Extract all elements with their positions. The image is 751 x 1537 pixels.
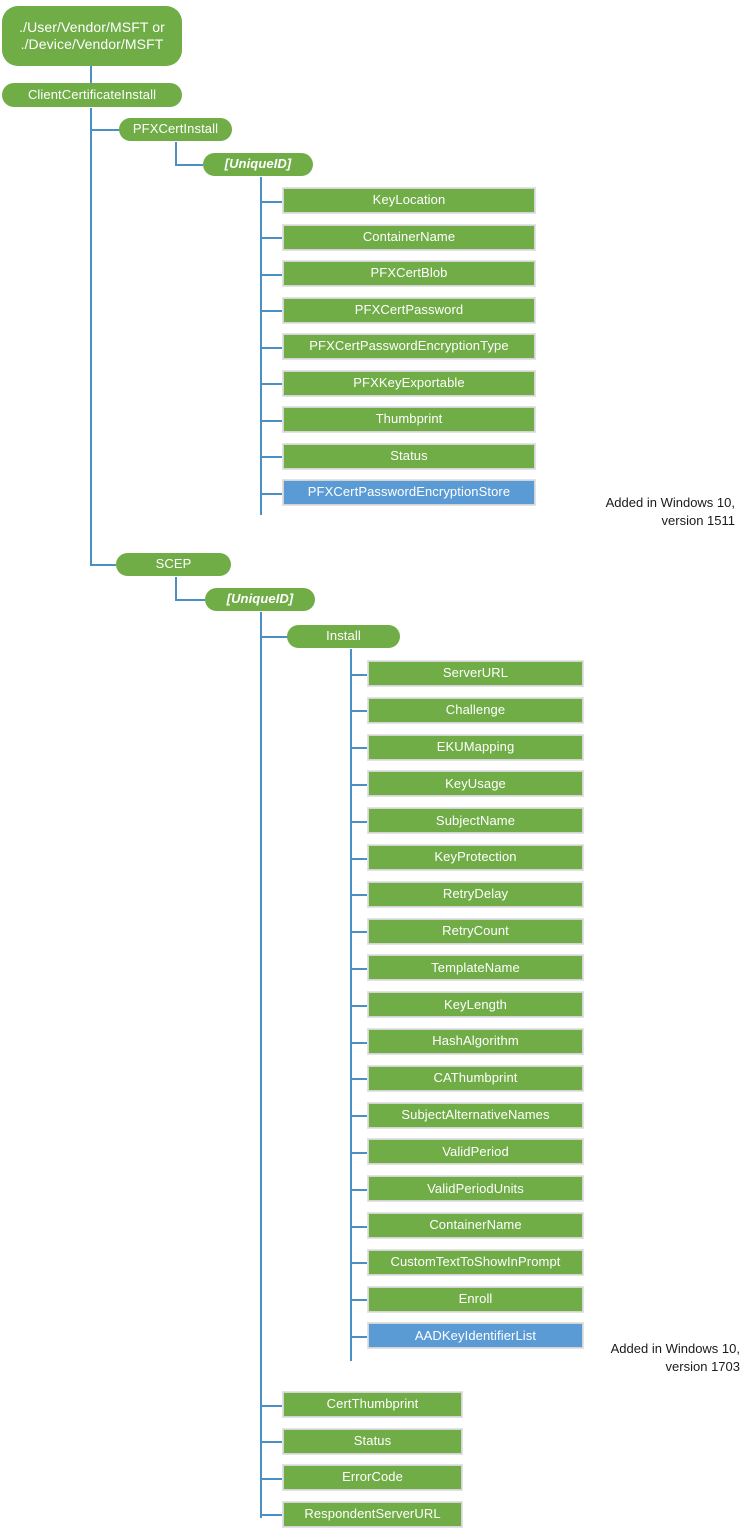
node-pfx-uniqueid[interactable]: [UniqueID] [203,153,313,176]
node-challenge[interactable]: Challenge [368,697,583,723]
annotation-added-1703: Added in Windows 10, version 1703 [610,1341,740,1374]
connector-pfxcertinstall-to-uniqueid [175,164,203,166]
connector-stub [350,1005,368,1007]
connector-stub [350,968,368,970]
node-pfxcertinstall[interactable]: PFXCertInstall [119,118,232,141]
node-status[interactable]: Status [283,1428,462,1454]
node-pfxcertblob[interactable]: PFXCertBlob [283,261,535,286]
connector-stub [260,1514,283,1516]
connector-scep-to-uniqueid [175,599,205,601]
node-pfxkeyexportable[interactable]: PFXKeyExportable [283,370,535,396]
connector-stub [260,383,283,385]
connector-stub [350,1226,368,1228]
connector-main-trunk [90,108,92,564]
node-keyusage[interactable]: KeyUsage [368,771,583,797]
connector-stub [350,784,368,786]
connector-stub [260,493,283,495]
node-clientcertificateinstall[interactable]: ClientCertificateInstall [2,83,182,107]
node-retrycount[interactable]: RetryCount [368,918,583,944]
connector-stub [260,1478,283,1480]
connector-stub [350,1189,368,1191]
connector-stub [260,237,283,239]
node-scep-uniqueid[interactable]: [UniqueID] [205,588,315,611]
connector-stub [350,1078,368,1080]
connector-stub [350,1042,368,1044]
connector-stub [350,674,368,676]
connector-stub [350,1262,368,1264]
node-enroll[interactable]: Enroll [368,1286,583,1312]
node-containername[interactable]: ContainerName [368,1213,583,1238]
node-certthumbprint[interactable]: CertThumbprint [283,1392,462,1417]
connector-trunk-to-pfxcertinstall [90,129,126,131]
connector-stub [260,201,283,203]
node-keyprotection[interactable]: KeyProtection [368,845,583,870]
node-hashalgorithm[interactable]: HashAlgorithm [368,1029,583,1054]
connector-stub [350,858,368,860]
node-containername[interactable]: ContainerName [283,224,535,250]
node-root[interactable]: ./User/Vendor/MSFT or ./Device/Vendor/MS… [2,6,182,66]
node-aadkeyidentifierlist[interactable]: AADKeyIdentifierList [368,1323,583,1349]
node-customtexttoshowinprompt[interactable]: CustomTextToShowInPrompt [368,1249,583,1275]
node-ekumapping[interactable]: EKUMapping [368,734,583,760]
connector-pfxcertinstall-down [175,142,177,165]
connector-stub [260,347,283,349]
node-respondentserverurl[interactable]: RespondentServerURL [283,1501,462,1527]
connector-stub [350,1115,368,1117]
connector-stub [260,1441,283,1443]
node-validperiodunits[interactable]: ValidPeriodUnits [368,1176,583,1202]
node-keylength[interactable]: KeyLength [368,992,583,1018]
node-thumbprint[interactable]: Thumbprint [283,407,535,432]
connector-stub [350,747,368,749]
node-retrydelay[interactable]: RetryDelay [368,881,583,907]
node-cathumbprint[interactable]: CAThumbprint [368,1065,583,1091]
connector-stub [260,1405,283,1407]
node-errorcode[interactable]: ErrorCode [283,1465,462,1490]
connector-scep-down [175,577,177,600]
connector-stub [350,931,368,933]
connector-scep-uniqueid-spine [260,612,262,1518]
connector-pfx-uniqueid-spine [260,177,262,515]
node-templatename[interactable]: TemplateName [368,955,583,981]
node-subjectalternativenames[interactable]: SubjectAlternativeNames [368,1102,583,1128]
node-subjectname[interactable]: SubjectName [368,808,583,834]
connector-trunk-to-scep [90,564,116,566]
connector-stub [260,274,283,276]
connector-scep-uniqueid-to-install [260,636,290,638]
node-pfxcertpasswordencryptiontype[interactable]: PFXCertPasswordEncryptionType [283,334,535,359]
connector-stub [350,1336,368,1338]
connector-stub [350,710,368,712]
node-pfxcertpasswordencryptionstore[interactable]: PFXCertPasswordEncryptionStore [283,480,535,505]
node-install[interactable]: Install [287,625,400,648]
connector-stub [350,1152,368,1154]
connector-stub [260,420,283,422]
connector-stub [350,821,368,823]
node-pfxcertpassword[interactable]: PFXCertPassword [283,297,535,323]
node-status[interactable]: Status [283,443,535,469]
node-validperiod[interactable]: ValidPeriod [368,1139,583,1165]
node-keylocation[interactable]: KeyLocation [283,188,535,213]
connector-stub [260,456,283,458]
node-scep[interactable]: SCEP [116,553,231,576]
annotation-added-1511: Added in Windows 10, version 1511 [605,495,735,528]
connector-stub [260,310,283,312]
connector-root-to-level1 [90,66,92,94]
connector-stub [350,894,368,896]
connector-stub [350,1299,368,1301]
node-serverurl[interactable]: ServerURL [368,661,583,686]
